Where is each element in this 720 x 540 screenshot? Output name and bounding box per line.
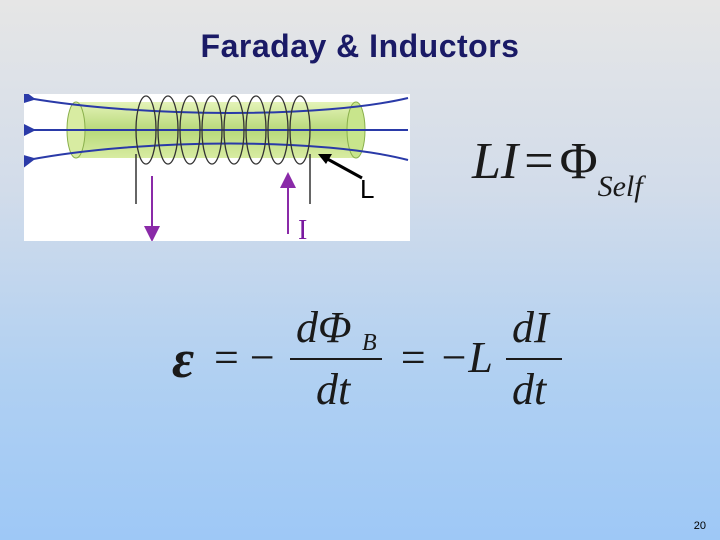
inductor-pointer-arrow — [318, 154, 363, 180]
eq-subscript: Self — [597, 170, 643, 203]
eq-equals: = — [524, 133, 554, 190]
frac2-bar — [506, 358, 562, 360]
emf-equals-minus: = − — [214, 333, 275, 382]
emf-symbol: ε — [172, 329, 195, 389]
coil-leads — [135, 154, 311, 204]
current-label: I — [298, 215, 308, 246]
emf-equals-minus-L: = −L — [398, 333, 493, 382]
solenoid-drawing — [24, 94, 409, 241]
emf-equation: ε = − dΦ B dt = −L dI dt — [172, 300, 592, 420]
coil-windings — [135, 95, 311, 165]
self-flux-equation: LI=ΦSelf — [472, 132, 643, 203]
current-arrows — [144, 172, 296, 241]
eq-phi: Φ — [559, 133, 598, 190]
eq-lhs: LI — [472, 133, 519, 190]
frac1-numerator: dΦ — [296, 303, 352, 352]
frac2-numerator: dI — [512, 303, 549, 352]
field-lines — [24, 94, 409, 170]
frac1-numerator-subscript: B — [362, 330, 377, 356]
frac2-denominator: dt — [512, 365, 547, 414]
inductor-label: L — [360, 174, 375, 204]
slide-title: Faraday & Inductors — [200, 28, 520, 64]
solenoid-diagram — [24, 94, 410, 241]
page-number: 20 — [693, 520, 706, 532]
frac1-denominator: dt — [316, 365, 351, 414]
frac1-bar — [290, 358, 382, 360]
